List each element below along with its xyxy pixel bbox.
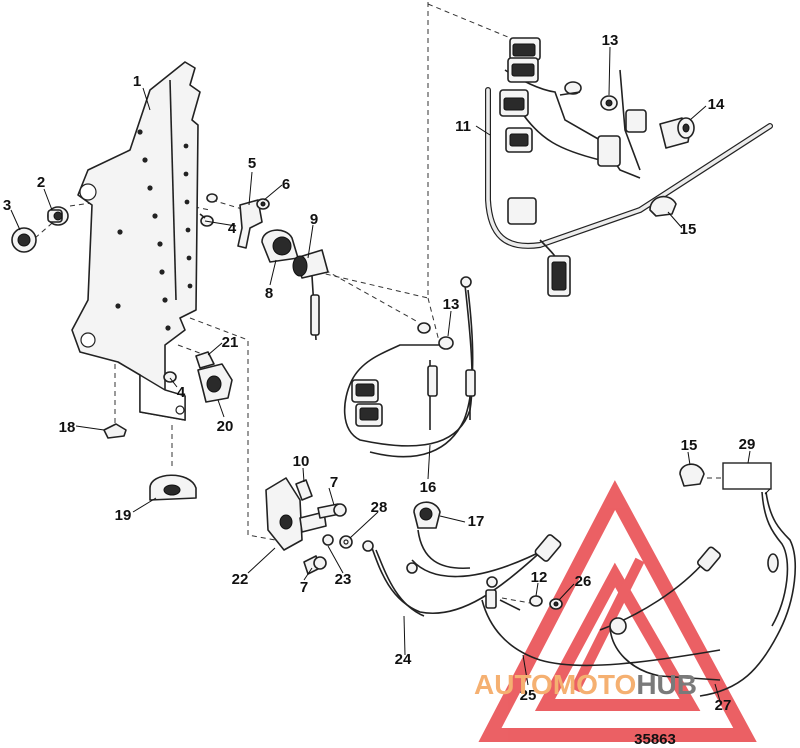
nut-part-13-upper [600,95,618,111]
leader-lines [10,46,771,702]
callout-28: 28 [371,499,388,516]
callout-27: 27 [715,697,732,714]
watermark-text: AUTOMOTOHUB [474,669,697,700]
callout-3: 3 [3,197,11,214]
callout-20: 20 [217,418,234,435]
clip-part-10 [295,479,313,501]
nut-part-23 [322,534,334,546]
clamp-part-19 [149,474,197,501]
bracket-edge-line [169,79,177,301]
callout-26: 26 [575,573,592,590]
callout-13-lower: 13 [443,296,460,313]
switch-part-20 [197,363,233,403]
callout-4-lower: 4 [177,384,186,401]
dashed-line-to-13 [427,297,441,346]
bracket-plate [71,61,201,421]
callout-17: 17 [468,513,485,530]
callout-23: 23 [335,571,352,588]
clamp-part-15-lower [679,463,705,487]
screw-part-6 [256,198,270,210]
watermark-part3: HUB [636,669,697,700]
watermark-triangle-outer [478,480,757,742]
nut-part-18 [103,423,127,439]
nut-part-13-lower [417,322,454,350]
figure-number: 35863 [634,731,676,748]
bracket-slot-holes [115,129,193,331]
box-part-29 [722,462,772,490]
callout-14: 14 [708,96,725,113]
callout-21: 21 [222,334,239,351]
callout-9: 9 [310,211,318,228]
watermark-logo [478,480,757,742]
battery-cable-part-24 [362,529,562,617]
sensor-part-14 [659,117,695,149]
watermark-part1: AUTO [474,669,553,700]
callout-12: 12 [531,569,548,586]
callout-6: 6 [282,176,290,193]
relay-part-9 [292,249,329,341]
bracket-part-1 [71,61,201,421]
washer-part-28 [339,535,353,549]
dashed-line-top [427,3,521,43]
part-3-grommet [11,227,37,253]
watermark-part2: MOTO [553,669,636,700]
callout-labels: 1 2 3 4 4 5 6 7 7 8 9 10 11 12 13 13 14 … [3,32,756,714]
dashed-line-9-13 [324,269,419,323]
bolt-part-7-upper [317,503,347,519]
harness-part-16 [343,276,476,458]
callout-13-upper: 13 [602,32,619,49]
bracket-hole [80,332,96,348]
bolt-part-7-lower [303,555,327,575]
screw-part-4-upper [199,213,214,227]
callout-11: 11 [455,118,471,135]
cable-part-27 [699,491,796,697]
callout-15-lower: 15 [681,437,698,454]
cap-part-21 [195,351,215,369]
callout-4-upper: 4 [228,220,237,237]
bracket-hole [175,405,185,415]
screw-part-4-lower [163,371,177,383]
cable-part-25 [481,546,722,681]
callout-15-upper: 15 [680,221,697,238]
callout-7-upper: 7 [330,474,338,491]
callout-7-lower: 7 [300,579,308,596]
callout-22: 22 [232,571,249,588]
svg-text:AUTOMOTOHUB: AUTOMOTOHUB [474,669,697,700]
watermark-triangle-stroke [570,557,645,693]
clamp-part-15-upper [649,195,677,217]
relay-boot-part-8 [261,229,299,263]
dashed-line-to-21 [177,344,206,356]
nut-part-26 [549,598,563,610]
callout-10: 10 [293,453,310,470]
watermark-triangle-inner [534,562,701,711]
bracket-foot [139,373,186,421]
screw-part-upper-bracket [206,193,218,203]
boot-part-17 [413,501,441,529]
dashed-line-to-22 [189,317,276,541]
main-harness-part-11 [485,37,773,297]
callout-19: 19 [115,507,132,524]
callout-16: 16 [420,479,437,496]
callout-25: 25 [520,687,537,704]
part-2-stud [47,206,69,226]
callout-1: 1 [133,73,141,90]
ignition-switch-part-22 [265,477,327,551]
nut-part-12 [529,595,543,607]
dashed-line-12 [501,597,531,604]
callout-8: 8 [265,285,273,302]
callout-5: 5 [248,155,256,172]
callout-29: 29 [739,436,756,453]
callout-24: 24 [395,651,412,668]
callout-2: 2 [37,174,45,191]
callout-18: 18 [59,419,76,436]
bracket-hole [79,183,97,201]
